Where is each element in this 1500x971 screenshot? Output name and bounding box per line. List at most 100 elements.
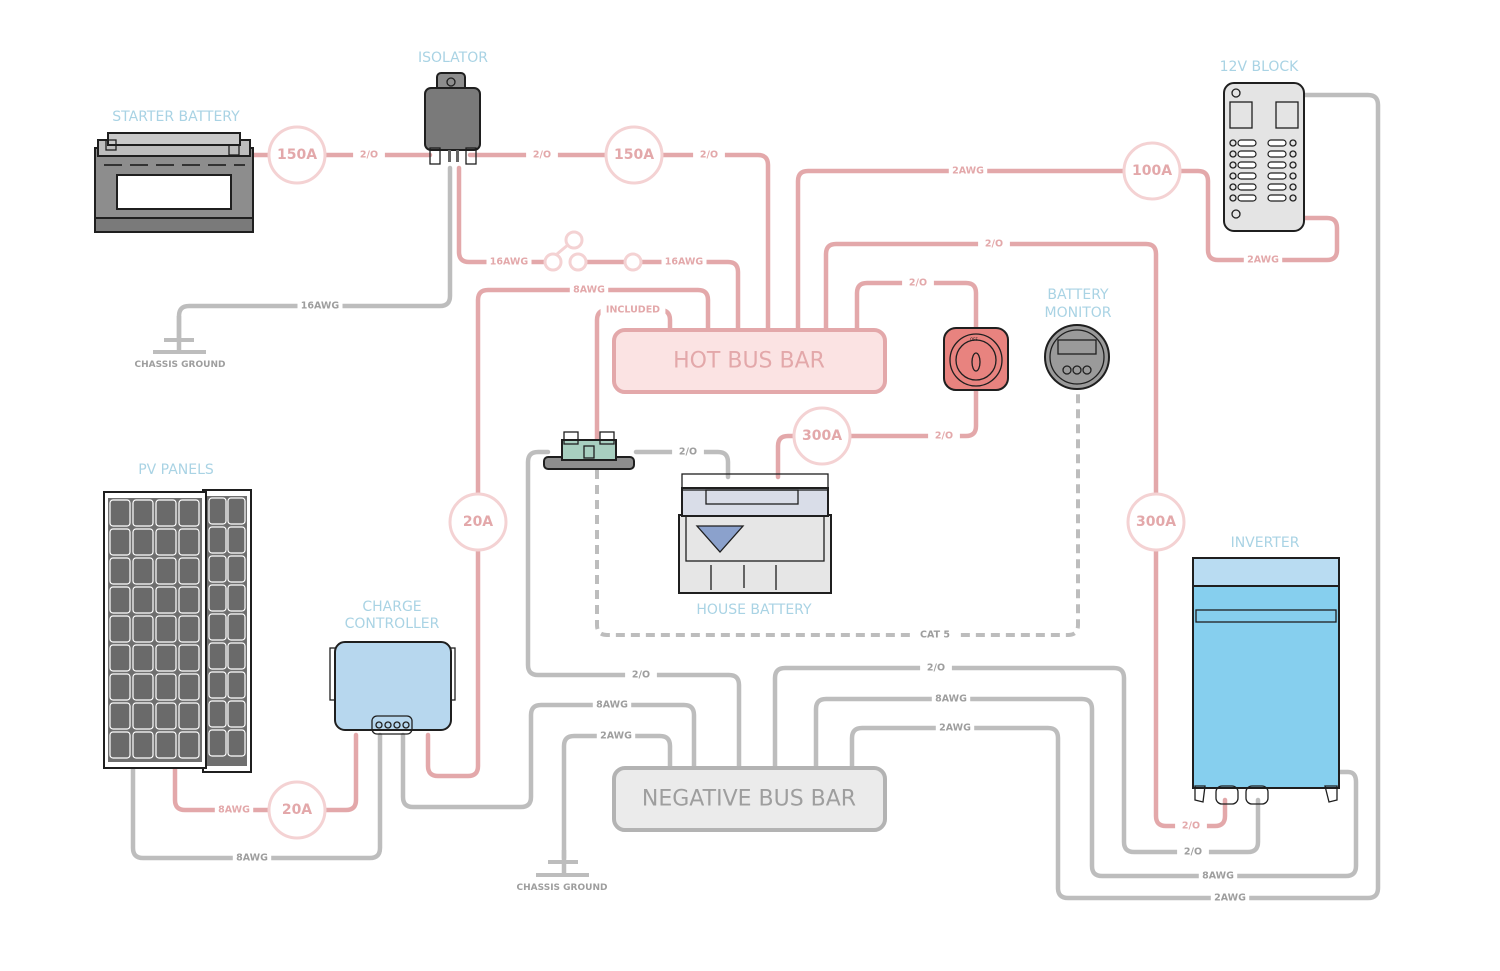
fuse-rating: 150A xyxy=(277,147,317,163)
inverter-label: INVERTER xyxy=(1231,535,1300,551)
wire-label-text: 8AWG xyxy=(935,694,967,705)
wire-label: 8AWG xyxy=(592,699,632,711)
wire-label: INCLUDED xyxy=(600,304,666,316)
fuse: 100A xyxy=(1122,141,1182,201)
shunt-icon xyxy=(543,431,635,470)
house-battery: HOUSE BATTERY xyxy=(678,473,832,618)
wire-shunt-negative xyxy=(525,449,742,771)
isolator-icon xyxy=(424,72,481,165)
chassis-ground-label-top: CHASSIS GROUND xyxy=(135,360,226,370)
wire-label-text: 8AWG xyxy=(573,285,605,296)
wire-label-text: 8AWG xyxy=(236,853,268,864)
fuse-icon xyxy=(267,780,327,840)
wire-label: 2/O xyxy=(928,430,960,442)
battery-switch-position-label: OFF xyxy=(970,337,978,342)
fuse-rating: 300A xyxy=(1136,514,1176,530)
block-12v: 12V BLOCK xyxy=(1220,59,1305,232)
wire-label-text: 2/O xyxy=(927,663,945,674)
fuse-rating: 20A xyxy=(463,514,493,530)
fuse: 150A xyxy=(267,125,327,185)
wire-label: 2/O xyxy=(353,149,385,161)
battery-monitor: BATTERY MONITOR xyxy=(1044,287,1112,390)
switch-terminal-b xyxy=(564,230,584,250)
battery-monitor-label-2: MONITOR xyxy=(1045,305,1112,321)
wire-label: 2/O xyxy=(920,662,952,674)
isolator: ISOLATOR xyxy=(418,50,488,165)
wire-block-negative xyxy=(849,92,1381,901)
fuse: 20A xyxy=(448,492,508,552)
fuse-rating: 20A xyxy=(282,802,312,818)
switch-terminal-c xyxy=(568,252,588,272)
wire-label-text: 8AWG xyxy=(1202,871,1234,882)
wire-label-text: 2AWG xyxy=(1247,255,1279,266)
wire-label-text: 2/O xyxy=(632,670,650,681)
battery-monitor-icon xyxy=(1044,324,1110,390)
wire-label-text: 2/O xyxy=(700,150,718,161)
fuse: 20A xyxy=(267,780,327,840)
wire-label: 2/O xyxy=(672,446,704,458)
fuses: 150A 150A 100A 300A 300A 20A 20A xyxy=(267,125,1186,840)
wire-isolator-trigger xyxy=(456,165,551,265)
wire-label-text: 2/O xyxy=(985,239,1003,250)
wire-label: 2AWG xyxy=(1243,254,1283,266)
charge-controller: CHARGE CONTROLLER xyxy=(329,599,456,735)
wire-label-text: 8AWG xyxy=(218,805,250,816)
wire-label-text: 16AWG xyxy=(301,301,340,312)
isolator-trigger-switch xyxy=(543,230,643,272)
fuse-icon xyxy=(1126,492,1186,552)
house-battery-label: HOUSE BATTERY xyxy=(696,602,812,618)
wire-isolator-hotbus xyxy=(467,152,771,333)
wire-label-text: 16AWG xyxy=(490,257,529,268)
wire-label: 2AWG xyxy=(1210,892,1250,904)
wire-label-text: 2/O xyxy=(1184,847,1202,858)
chassis-ground-bottom: CHASSIS GROUND xyxy=(517,850,607,893)
wire-label-text: 2/O xyxy=(1182,821,1200,832)
fuse-block-icon xyxy=(1223,82,1305,232)
wire-label: 16AWG xyxy=(661,256,707,268)
starter-battery: STARTER BATTERY xyxy=(94,109,254,233)
fuse-rating: 300A xyxy=(802,428,842,444)
wire-labels: 2/O 2/O 2/O 16AWG 16AWG 16AWG 2AWG 2AWG 2/O 2/O 2/… xyxy=(214,149,1283,904)
switch-terminal-a xyxy=(543,252,563,272)
fuse: 150A xyxy=(604,125,664,185)
wire-label-text: 2/O xyxy=(533,150,551,161)
wire-label: 8AWG xyxy=(214,804,254,816)
wire-label: 16AWG xyxy=(297,300,343,312)
hot-bus-bar: HOT BUS BAR xyxy=(612,328,887,394)
hot-bus-bar-label: HOT BUS BAR xyxy=(673,349,825,374)
wire-label: CAT 5 xyxy=(912,629,958,641)
wire-label-text: 16AWG xyxy=(665,257,704,268)
wire-label-text: 2AWG xyxy=(600,731,632,742)
wire-label: 8AWG xyxy=(1198,870,1238,882)
wire-hotbus-switch xyxy=(854,280,979,333)
wire-shunt-house xyxy=(633,449,731,480)
solar-panel-icon xyxy=(103,489,252,773)
negative-wires xyxy=(130,92,1381,901)
inverter: INVERTER xyxy=(1192,535,1340,805)
wire-inverter-2o-neg xyxy=(772,665,1261,855)
wire-label-text: INCLUDED xyxy=(606,305,660,316)
fuse: 300A xyxy=(792,406,852,466)
wire-label: 8AWG xyxy=(232,852,272,864)
wire-label: 2AWG xyxy=(935,722,975,734)
isolator-label: ISOLATOR xyxy=(418,50,488,66)
fuse-icon xyxy=(448,492,508,552)
wire-trigger-hotbus xyxy=(574,259,741,333)
pv-panels-label: PV PANELS xyxy=(138,462,214,478)
wire-hotbus-block xyxy=(795,168,1340,333)
wire-label-text: 2/O xyxy=(679,447,697,458)
battery-icon xyxy=(94,132,254,233)
fuse-icon xyxy=(267,125,327,185)
fuse-rating: 150A xyxy=(614,147,654,163)
wire-label: 8AWG xyxy=(569,284,609,296)
wire-pv-positive xyxy=(172,732,359,813)
block-12v-label: 12V BLOCK xyxy=(1220,59,1300,75)
negative-bus-bar-label: NEGATIVE BUS BAR xyxy=(642,787,856,812)
wire-label: 2/O xyxy=(902,277,934,289)
fuse: 300A xyxy=(1126,492,1186,552)
switch-terminal-d xyxy=(623,252,643,272)
charge-controller-icon xyxy=(329,641,456,735)
wire-label-text: 2/O xyxy=(360,150,378,161)
wire-label: 2/O xyxy=(1175,820,1207,832)
